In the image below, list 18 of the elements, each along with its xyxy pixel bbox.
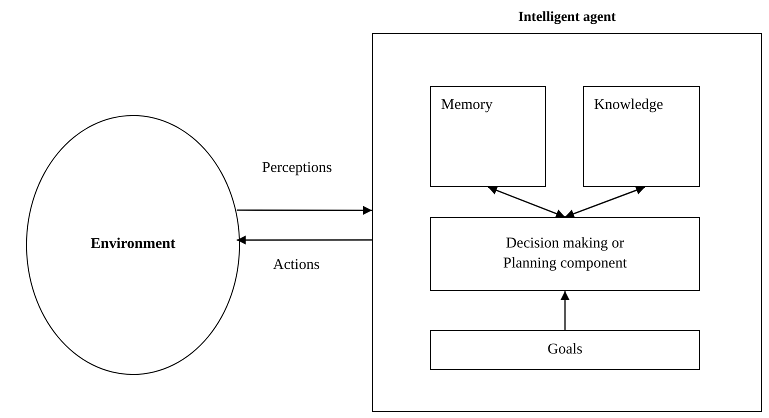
memory-box (430, 86, 546, 187)
node-label: Knowledge (594, 97, 664, 114)
arrow (560, 291, 570, 330)
node-label: Decision making or Planning component (502, 234, 628, 273)
arrow (236, 206, 372, 215)
node-label: Memory (441, 97, 493, 114)
node-label: Environment (90, 236, 176, 253)
environment-ellipse (26, 115, 240, 375)
knowledge-box (583, 86, 700, 187)
edge-label: Perceptions (262, 160, 332, 177)
edge-label: Actions (273, 257, 320, 274)
arrow (564, 186, 646, 218)
process-box (430, 217, 700, 291)
arrow (488, 186, 566, 218)
panel-heading: Intelligent agent (517, 10, 617, 26)
arrow (236, 236, 372, 245)
goals-box (430, 330, 700, 370)
node-label: Goals (546, 340, 584, 360)
